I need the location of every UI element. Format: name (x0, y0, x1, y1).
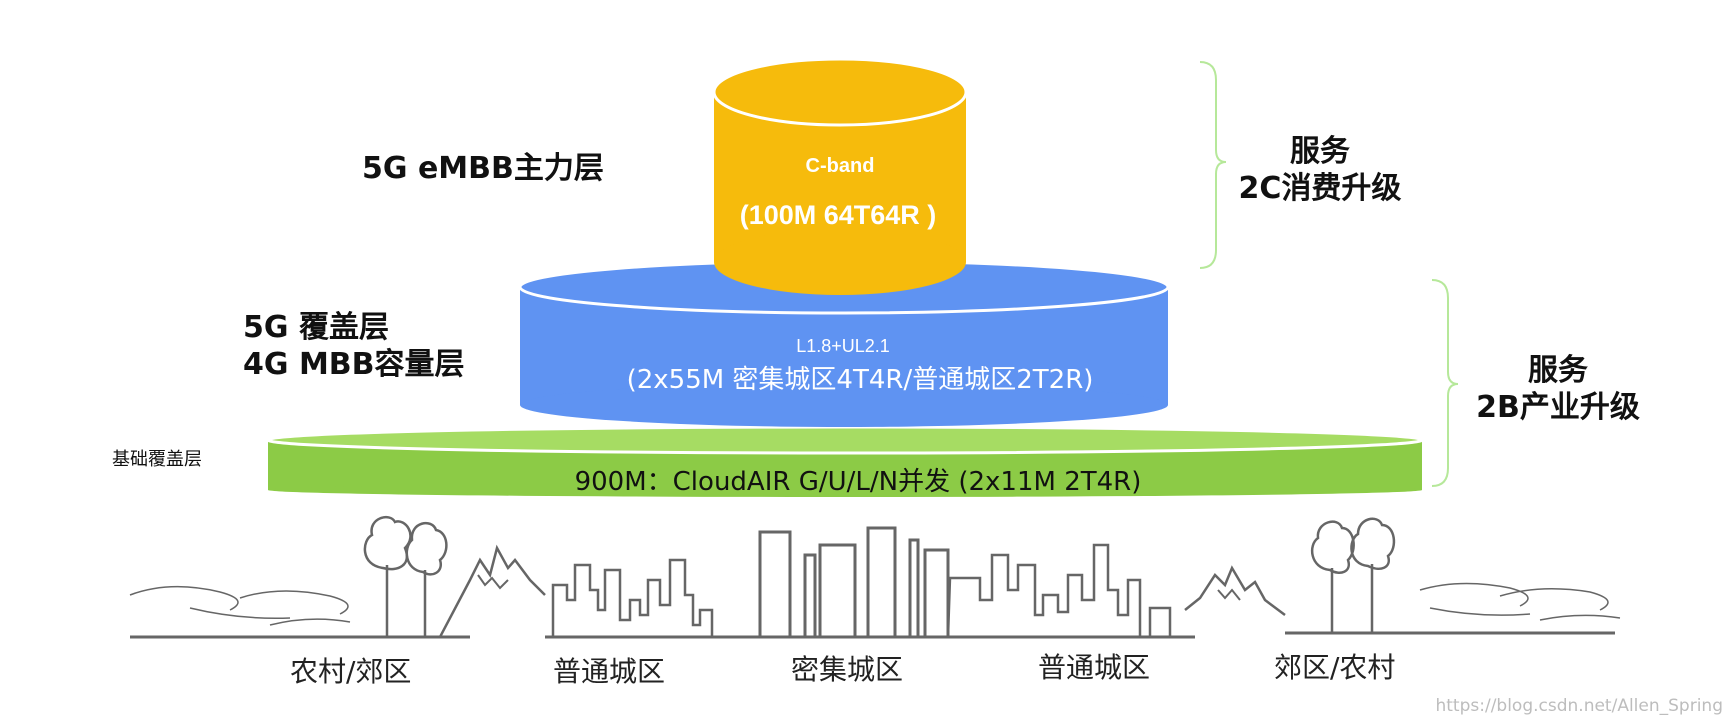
service-lower-line1: 服务 (1528, 353, 1588, 388)
service-upper-line1: 服务 (1290, 134, 1350, 169)
bottom-layer-disc (266, 425, 1424, 497)
area-label-rural-left: 农村/郊区 (290, 655, 412, 688)
service-upper-line2: 2C消费升级 (1238, 171, 1402, 206)
top-layer-spec: (100M 64T64R ) (740, 200, 937, 230)
top-layer-cylinder (712, 57, 968, 295)
area-label-dense-urban: 密集城区 (791, 653, 904, 686)
middle-layer-spec: (2x55M 密集城区4T4R/普通城区2T2R) (627, 365, 1094, 395)
right-trees (1310, 517, 1396, 633)
top-layer-band: C-band (806, 155, 875, 177)
service-lower-line2: 2B产业升级 (1476, 390, 1640, 425)
area-label-rural-right: 郊区/农村 (1274, 651, 1396, 684)
bottom-layer-spec: 900M：CloudAIR G/U/L/N并发 (2x11M 2T4R) (575, 467, 1142, 497)
middle-layer-band: L1.8+UL2.1 (796, 336, 890, 356)
bracket-upper (1199, 61, 1227, 269)
cityscape-illustration (129, 515, 1621, 639)
left-trees (363, 515, 448, 637)
area-label-urban-right: 普通城区 (1038, 651, 1151, 684)
bracket-lower (1431, 279, 1459, 487)
watermark: https://blog.csdn.net/Allen_Spring (1435, 696, 1723, 716)
area-label-urban-left: 普通城区 (553, 655, 666, 688)
bottom-layer-side-label: 基础覆盖层 (112, 449, 202, 470)
middle-layer-side-label-1: 5G 覆盖层 (243, 310, 389, 345)
middle-layer-side-label-2: 4G MBB容量层 (243, 347, 465, 382)
top-layer-side-label: 5G eMBB主力层 (362, 151, 604, 186)
